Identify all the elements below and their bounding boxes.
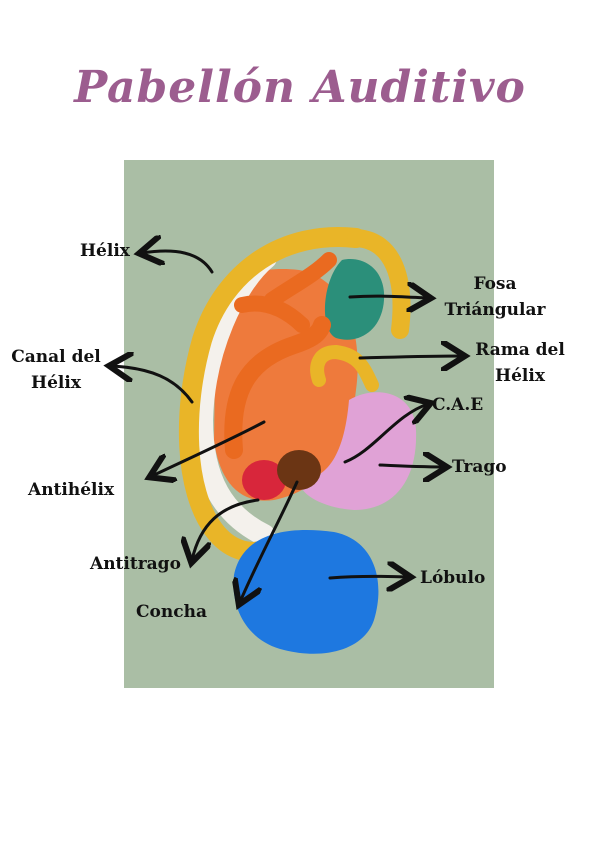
label-cae: C.A.E	[432, 395, 484, 415]
label-trago: Trago	[452, 457, 507, 477]
label-rama-line2: Hélix	[495, 366, 545, 386]
label-fosa-line1: Fosa	[473, 274, 517, 294]
lobule-shape	[233, 529, 379, 654]
arrow-lobulo	[328, 576, 408, 578]
tragus-shape	[299, 392, 417, 510]
label-concha: Concha	[136, 602, 207, 622]
ear-canal-shape	[277, 450, 321, 490]
label-canal-del-helix: Canal del Hélix	[4, 344, 108, 396]
fossa-shape	[324, 259, 385, 340]
arrow-canal	[112, 366, 194, 404]
arrow-concha	[240, 480, 299, 602]
label-rama-del-helix: Rama del Hélix	[460, 337, 580, 389]
page-title: Pabellón Auditivo	[74, 62, 526, 113]
label-helix: Hélix	[80, 241, 130, 261]
label-fosa-line2: Triángular	[444, 300, 546, 320]
arrow-antitrago	[192, 498, 260, 560]
arrow-antihelix	[152, 420, 266, 476]
antitragus-shape	[242, 460, 286, 500]
label-antitrago: Antitrago	[90, 554, 181, 574]
label-canal-line2: Hélix	[31, 373, 81, 393]
arrow-rama	[358, 356, 462, 358]
arrow-fosa	[348, 296, 428, 298]
label-canal-line1: Canal del	[11, 347, 101, 367]
antihelix-shape	[224, 316, 331, 459]
arrow-helix	[142, 251, 214, 274]
label-lobulo: Lóbulo	[420, 568, 486, 588]
helix-crus-shape	[310, 344, 379, 392]
arrow-cae	[343, 404, 428, 464]
label-fosa-triangular: Fosa Triángular	[430, 271, 560, 323]
arrow-trago	[378, 465, 444, 467]
helix-shape	[178, 227, 366, 562]
label-rama-line1: Rama del	[475, 340, 565, 360]
label-antihelix: Antihélix	[28, 480, 115, 500]
